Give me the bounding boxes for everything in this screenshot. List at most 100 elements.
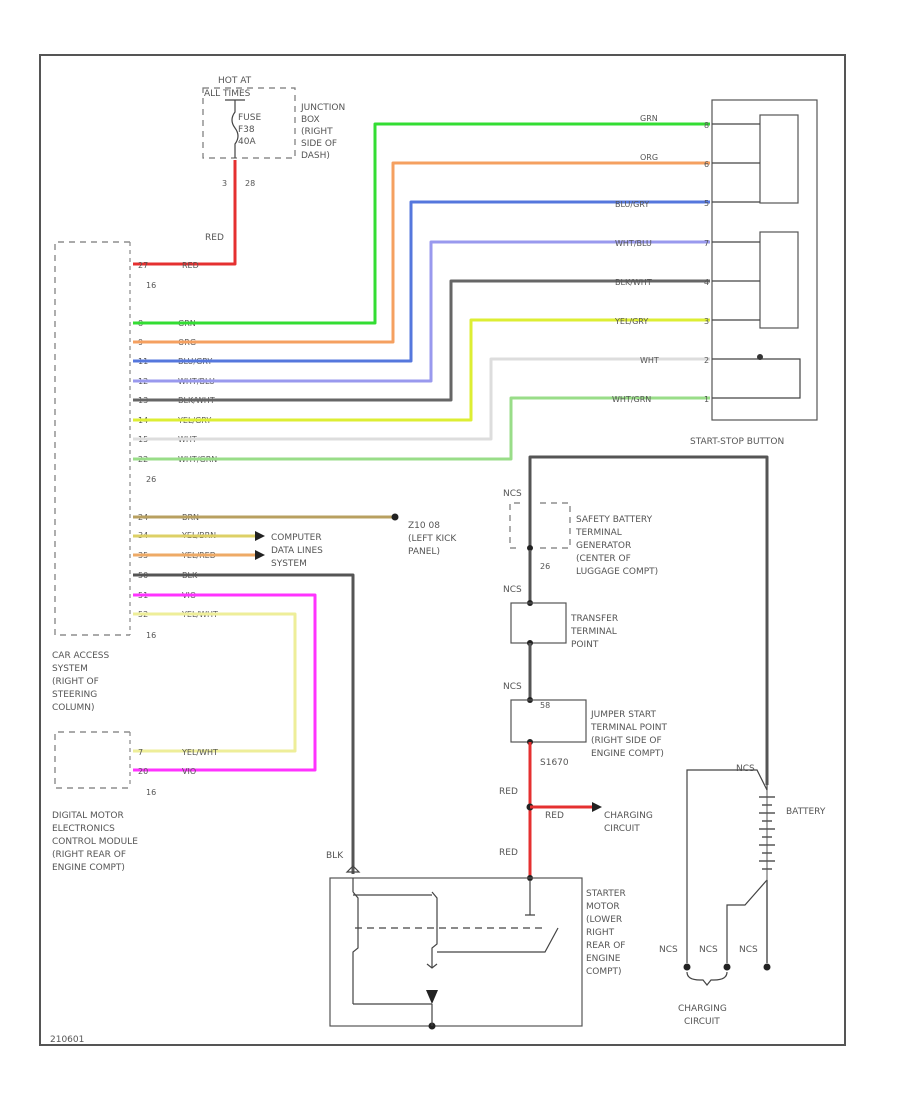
junction-box-line-1: JUNCTION	[300, 103, 345, 113]
wire-yel-wht	[133, 612, 297, 753]
ss-wire-color-blk-wht: BLK/WHT	[615, 278, 652, 287]
charging-bottom: NCS NCS NCS CHARGING CIRCUIT	[659, 945, 771, 1027]
safety-battery-line-1: SAFETY BATTERY	[576, 515, 653, 525]
all-times-label: ALL TIMES	[204, 89, 251, 99]
start-stop-outline	[711, 99, 818, 421]
dme-wire-color-vio: VIO	[182, 767, 196, 776]
starter-contact-switch	[437, 880, 559, 953]
ground-ref-line-1: Z10 08	[408, 521, 440, 531]
cas-connector-id-3: 16	[146, 631, 156, 640]
safety-battery-line-3: GENERATOR	[576, 541, 631, 551]
safety-battery-ncs: NCS	[503, 489, 522, 499]
wire-vio	[133, 593, 317, 772]
start-stop-switch-2	[759, 231, 799, 329]
ss-wire-color-blu-gry: BLU/GRY	[615, 200, 649, 209]
computer-data-line-2: DATA LINES	[271, 546, 323, 556]
dme-name-line-5: ENGINE COMPT)	[52, 863, 125, 873]
arrow-computer-data-2	[255, 550, 265, 560]
dme-outline	[54, 731, 130, 789]
dme-module: 7 YEL/WHT 20 VIO 16 DIGITAL MOTOR ELECTR…	[52, 731, 218, 873]
cas-module: 27 RED 16 8 GRN 9 ORG 11 BLU/GRY 12 WHT/…	[52, 241, 218, 713]
ss-wire-color-wht-grn: WHT/GRN	[612, 395, 651, 404]
wire-red-label-1: RED	[499, 787, 518, 797]
starter-line-1: STARTER	[586, 889, 626, 899]
fuse-pin-b: 28	[245, 179, 255, 188]
start-stop-switch-1	[759, 114, 799, 204]
charging-ncs-2: NCS	[699, 945, 718, 955]
cas-wire-color-red: RED	[182, 261, 199, 270]
starter-blk-terminal	[345, 865, 361, 873]
dme-name-line-2: ELECTRONICS	[52, 824, 115, 834]
splice-label: S1670	[540, 758, 569, 768]
charging-ground-node-3	[763, 963, 771, 971]
jumper-ncs: NCS	[503, 682, 522, 692]
battery-negative-strap	[686, 769, 768, 963]
ground-ref-line-3: PANEL)	[408, 547, 440, 557]
dme-connector-id: 16	[146, 788, 156, 797]
starter-outline	[329, 877, 583, 1027]
wire-red-label-2: RED	[499, 848, 518, 858]
dme-wire-color-yel-wht: YEL/WHT	[181, 748, 218, 757]
wire-org	[133, 161, 710, 344]
safety-battery-line-5: LUGGAGE COMPT)	[576, 567, 658, 577]
cas-name-line-3: (RIGHT OF	[52, 677, 99, 687]
jumper-line-2: TERMINAL POINT	[590, 723, 668, 733]
ss-pin-6: 6	[704, 160, 709, 169]
arrow-computer-data-1	[255, 531, 265, 541]
battery-name: BATTERY	[786, 807, 826, 817]
safety-battery-pin: 26	[540, 562, 550, 571]
transfer-line-1: TRANSFER	[570, 614, 618, 624]
ss-pin-5: 5	[704, 199, 709, 208]
starter-line-5: REAR OF	[586, 941, 625, 951]
starter-line-2: MOTOR	[586, 902, 620, 912]
transfer-terminal: NCS TRANSFER TERMINAL POINT	[503, 585, 618, 650]
fuse-block: HOT AT ALL TIMES FUSE F38 40A JUNCTION B…	[202, 76, 345, 188]
charging-ground-node-1	[683, 963, 691, 971]
ss-pin-7: 7	[704, 239, 709, 248]
cas-name-line-1: CAR ACCESS	[52, 651, 110, 661]
ss-wire-color-wht-blu: WHT/BLU	[615, 239, 652, 248]
dme-name-line-4: (RIGHT REAR OF	[52, 850, 126, 860]
battery-ground-strap	[726, 879, 768, 963]
starter-line-4: RIGHT	[586, 928, 615, 938]
jumper-pin: 58	[540, 701, 550, 710]
jumper-line-4: ENGINE COMPT)	[591, 749, 664, 759]
diagram-frame	[39, 54, 846, 1046]
ground-ref-line-2: (LEFT KICK	[408, 534, 457, 544]
charging-ncs-3: NCS	[739, 945, 758, 955]
fuse-label-line-1: FUSE	[238, 113, 261, 123]
start-stop-led	[712, 358, 801, 399]
jumper-line-3: (RIGHT SIDE OF	[591, 736, 662, 746]
wire-grn	[133, 122, 710, 325]
cas-outline	[54, 241, 130, 636]
diagram-id: 210601	[50, 1035, 84, 1045]
dme-pin-7: 7	[138, 748, 143, 757]
charging-circuit-line-1: CHARGING	[604, 811, 653, 821]
computer-data-line-1: COMPUTER	[271, 533, 322, 543]
cas-name-line-2: SYSTEM	[52, 664, 88, 674]
safety-battery-line-2: TERMINAL	[575, 528, 622, 538]
jumper-box	[510, 699, 587, 743]
junction-box-line-5: DASH)	[301, 151, 330, 161]
arrow-charging	[592, 802, 602, 812]
wire-yel-gry	[133, 318, 710, 422]
cas-connector-id-2: 26	[146, 475, 156, 484]
fuse-symbol	[231, 100, 239, 158]
starter-arrow-down	[426, 963, 438, 969]
safety-battery-line-4: (CENTER OF	[576, 554, 631, 564]
battery-ncs: NCS	[736, 764, 755, 774]
safety-battery-outline	[509, 502, 571, 549]
starter-line-6: ENGINE	[586, 954, 621, 964]
fuse-pin-a: 3	[222, 179, 227, 188]
ss-wire-color-org: ORG	[640, 153, 658, 162]
start-stop-led-node	[757, 354, 763, 360]
charging-ground-node-2	[723, 963, 731, 971]
ss-pin-8: 8	[704, 121, 709, 130]
wire-blu-gry	[133, 200, 710, 363]
fuse-label-line-3: 40A	[238, 137, 256, 147]
ss-pin-2: 2	[704, 356, 709, 365]
wire-blk	[133, 573, 355, 874]
ss-wire-color-wht: WHT	[640, 356, 659, 365]
starter-solenoid-left	[352, 878, 359, 1004]
wire-wht-blu	[133, 240, 710, 383]
